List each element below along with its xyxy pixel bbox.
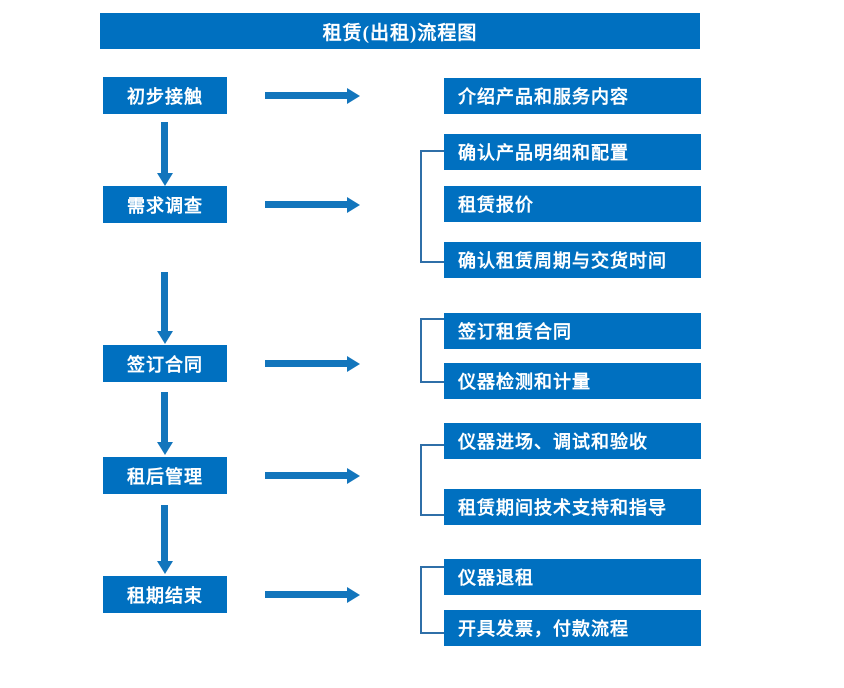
group-bracket-lease-end	[420, 566, 444, 634]
detail-box-instrument-testing[interactable]: 仪器检测和计量	[444, 363, 701, 399]
detail-box-introduce-products[interactable]: 介绍产品和服务内容	[444, 78, 701, 114]
stage-box-lease-end[interactable]: 租期结束	[103, 576, 227, 613]
horizontal-arrow-lease-end	[265, 591, 348, 598]
stage-box-initial-contact[interactable]: 初步接触	[103, 77, 227, 114]
detail-box-sign-lease-agreement[interactable]: 签订租赁合同	[444, 313, 701, 349]
horizontal-arrow-requirement-survey	[265, 201, 348, 208]
horizontal-arrow-sign-contract	[265, 360, 348, 367]
horizontal-arrow-initial-contact	[265, 92, 348, 99]
vertical-arrow-survey-to-contract	[161, 272, 168, 332]
group-bracket-sign-contract	[420, 318, 444, 383]
detail-box-confirm-product-details[interactable]: 确认产品明细和配置	[444, 134, 701, 170]
detail-box-confirm-lease-period[interactable]: 确认租赁周期与交货时间	[444, 242, 701, 278]
group-bracket-post-rental-management	[420, 444, 444, 516]
detail-box-invoice-payment[interactable]: 开具发票，付款流程	[444, 610, 701, 646]
vertical-arrow-management-to-end	[161, 505, 168, 562]
stage-box-requirement-survey[interactable]: 需求调查	[103, 186, 227, 223]
vertical-arrow-initial-to-survey	[161, 122, 168, 174]
detail-box-instrument-return[interactable]: 仪器退租	[444, 559, 701, 595]
chart-title-bar: 租赁(出租)流程图	[100, 13, 700, 49]
vertical-arrow-contract-to-management	[161, 392, 168, 443]
group-bracket-requirement-survey	[420, 150, 444, 263]
horizontal-arrow-post-rental-management	[265, 472, 348, 479]
detail-box-instrument-entry-commissioning[interactable]: 仪器进场、调试和验收	[444, 423, 701, 459]
stage-box-post-rental-management[interactable]: 租后管理	[103, 457, 227, 494]
detail-box-technical-support[interactable]: 租赁期间技术支持和指导	[444, 489, 701, 525]
stage-box-sign-contract[interactable]: 签订合同	[103, 345, 227, 382]
detail-box-rental-quotation[interactable]: 租赁报价	[444, 186, 701, 222]
